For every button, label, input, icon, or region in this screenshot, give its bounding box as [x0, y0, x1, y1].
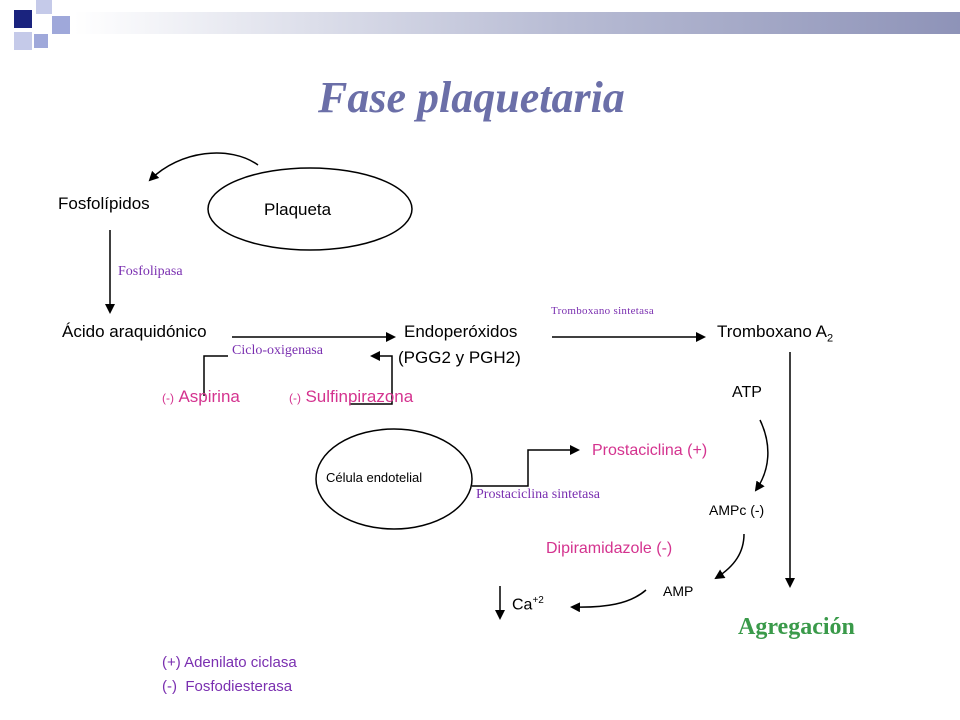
node-prostaciclina: Prostaciclina (+) [592, 442, 708, 459]
plaqueta-ellipse [207, 167, 413, 251]
decor-square [52, 16, 70, 34]
celula-ellipse [315, 428, 473, 530]
ca-label: Ca [512, 596, 533, 614]
arrow-amp-ca [570, 589, 647, 613]
page-title: Fase plaquetaria [318, 73, 625, 122]
decor-square [14, 10, 32, 28]
legend-adenilato: (+) Adenilato ciclasa [162, 654, 297, 671]
node-tromboxano: Tromboxano A2 [717, 322, 833, 344]
node-pgg: (PGG2 y PGH2) [398, 348, 521, 367]
enzyme-ciclo-oxigenasa: Ciclo-oxigenasa [232, 343, 323, 358]
decor-square [34, 34, 48, 48]
node-atp: ATP [732, 384, 762, 401]
decor-square [14, 32, 32, 50]
inhibitor-dipiramidazole: Dipiramidazole (-) [546, 540, 673, 557]
node-ampc: AMPc (-) [709, 502, 765, 518]
node-plaqueta: Plaqueta [264, 200, 332, 219]
node-fosfolipidos: Fosfolípidos [58, 194, 150, 213]
tromboxano-subscript: 2 [826, 332, 834, 345]
node-ca: Ca+2 [512, 595, 544, 614]
arrow-ampc-amp [714, 533, 745, 580]
inhibitor-aspirina: (-) Aspirina [162, 387, 240, 407]
inhibitor-sulfinpirazona: (-) Sulfinpirazona [289, 387, 413, 407]
decor-square [36, 0, 52, 14]
node-acido-araquidonico: Ácido araquidónico [62, 322, 207, 341]
node-agregacion: Agregación [738, 614, 855, 640]
node-celula-endotelial: Célula endotelial [326, 470, 423, 485]
ca-superscript: +2 [532, 595, 544, 606]
sulfin-prefix: (-) [289, 391, 301, 405]
node-amp: AMP [663, 583, 694, 599]
sulfin-inhibition [350, 351, 393, 405]
node-endoperoxidos: Endoperóxidos [404, 322, 518, 341]
enzyme-tromboxano-sintetasa: Tromboxano sintetasa [551, 305, 655, 317]
aspirina-prefix: (-) [162, 391, 174, 405]
enzyme-fosfolipasa: Fosfolipasa [118, 264, 183, 279]
legend-fosfodiesterasa: (-) Fosfodiesterasa [162, 678, 293, 695]
arrow-plaqueta-fosfolipidos [148, 152, 259, 182]
aspirina-inhibition [203, 355, 228, 396]
enzyme-prostaciclina-sintetasa: Prostaciclina sintetasa [476, 487, 601, 502]
aspirina-label: Aspirina [178, 387, 240, 406]
arrow-atp-ampc [754, 419, 769, 492]
arrow-celula-prostaciclina [472, 445, 580, 487]
header-bar [74, 12, 960, 34]
tromboxano-label: Tromboxano A [717, 322, 827, 341]
sulfin-label: Sulfinpirazona [305, 387, 414, 406]
